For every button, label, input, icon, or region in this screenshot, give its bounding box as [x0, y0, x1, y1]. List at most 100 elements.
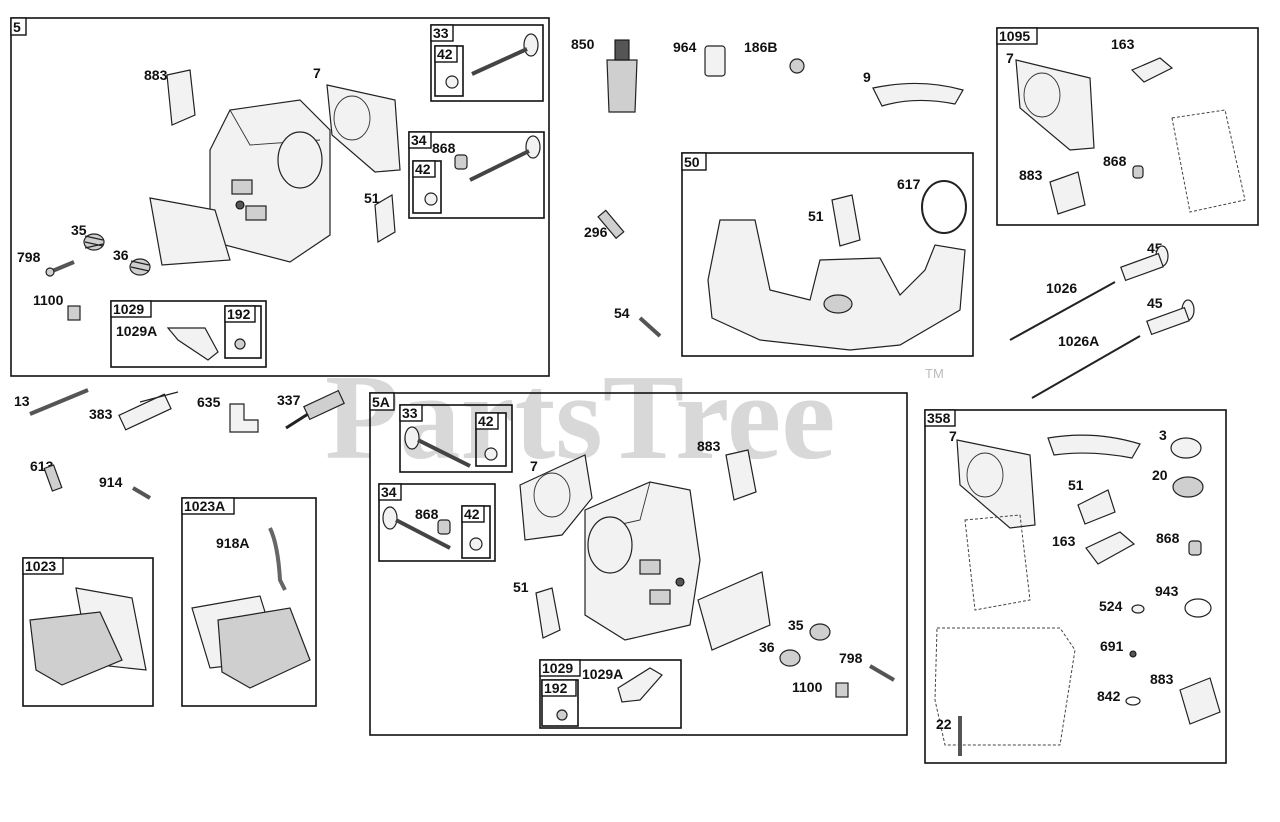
label-163b: 163	[1052, 533, 1076, 549]
o-ring-842-part[interactable]	[1125, 696, 1141, 706]
o-ring-524-part[interactable]	[1131, 604, 1145, 614]
label-798: 798	[17, 249, 41, 265]
clip-1100-part[interactable]	[67, 305, 81, 321]
spring-35-part[interactable]	[809, 623, 831, 641]
box-192b-label: 192	[544, 680, 568, 696]
valve-guide-part[interactable]	[437, 519, 451, 535]
box-42b-label: 42	[415, 161, 431, 177]
sealant-tube-part[interactable]	[606, 59, 638, 113]
valve-cover-1023-part[interactable]	[29, 611, 123, 686]
valve-seal-part[interactable]	[424, 192, 438, 206]
group-1023A-valve-cover: 1023A 918A	[181, 497, 317, 707]
label-1026A: 1026A	[1058, 333, 1099, 349]
label-1029Ab: 1029A	[582, 666, 623, 682]
sealant-tube-cap	[614, 39, 630, 61]
gasket-part[interactable]	[1047, 434, 1141, 459]
label-1100: 1100	[33, 292, 64, 308]
label-868c: 868	[415, 506, 439, 522]
label-798b: 798	[839, 650, 863, 666]
guide-868-part[interactable]	[1188, 540, 1202, 556]
o-ring-617-part[interactable]	[921, 180, 967, 234]
spring-36-part[interactable]	[129, 258, 151, 276]
box-42d-label: 42	[464, 506, 480, 522]
gasket-7-part[interactable]	[956, 439, 1036, 529]
exhaust-gasket-part[interactable]	[725, 449, 757, 501]
bolt-798-part[interactable]	[45, 260, 75, 277]
label-868d: 868	[1156, 530, 1180, 546]
seal-20-part[interactable]	[1172, 476, 1204, 498]
cylinder-head-part[interactable]	[209, 99, 331, 263]
exhaust-gasket-part[interactable]	[166, 69, 196, 126]
spark-plug-337-part[interactable]	[285, 389, 345, 430]
valve-part[interactable]	[382, 506, 451, 550]
gasket-7-part[interactable]	[1015, 59, 1095, 151]
tube-918A-part[interactable]	[268, 527, 287, 591]
valve-cover-gasket-part[interactable]	[697, 571, 771, 651]
gasket-883-part[interactable]	[1179, 677, 1221, 725]
bushing-part[interactable]	[704, 45, 726, 77]
stud-296-part[interactable]	[597, 209, 625, 240]
clip-1100-part[interactable]	[835, 682, 849, 698]
watermark-trademark: TM	[925, 366, 944, 381]
label-54: 54	[614, 305, 630, 321]
label-7b: 7	[1006, 50, 1014, 66]
push-rod-1026-part[interactable]	[1009, 281, 1116, 341]
seal-3-part[interactable]	[1170, 437, 1202, 459]
intake-manifold-part[interactable]	[707, 219, 966, 351]
label-51: 51	[364, 190, 380, 206]
valve-cover-gasket-part[interactable]	[149, 197, 231, 266]
rocker-arm-part[interactable]	[166, 327, 219, 361]
valve-seal-part[interactable]	[484, 447, 498, 461]
o-ring-943-part[interactable]	[1184, 598, 1212, 618]
stud-613-part[interactable]	[43, 464, 63, 492]
bolt-54-part[interactable]	[638, 316, 662, 338]
label-35b: 35	[788, 617, 804, 633]
valve-guide-part[interactable]	[454, 154, 468, 170]
nut-part[interactable]	[234, 338, 246, 350]
label-883b: 883	[1019, 167, 1043, 183]
guide-868-part[interactable]	[1132, 165, 1144, 179]
valve-part[interactable]	[471, 33, 539, 76]
bolt-798-part[interactable]	[868, 664, 896, 682]
crankcase-gasket-part[interactable]	[934, 627, 1076, 746]
loose-parts-left: 13 383 635 337 613 914	[14, 388, 345, 500]
o-ring-691-part[interactable]	[1129, 650, 1137, 658]
bolt-13-part[interactable]	[29, 388, 89, 416]
valve-seal-part[interactable]	[445, 75, 459, 89]
gasket-51-part[interactable]	[1077, 489, 1116, 525]
nut-part[interactable]	[556, 709, 568, 721]
cylinder-head-part[interactable]	[584, 481, 701, 641]
gasket-9-part[interactable]	[872, 82, 964, 107]
gasket-883-part[interactable]	[1049, 171, 1086, 215]
push-rod-1026A-part[interactable]	[1031, 335, 1141, 399]
label-35: 35	[71, 222, 87, 238]
label-635: 635	[197, 394, 221, 410]
valve-seal-part[interactable]	[469, 537, 483, 551]
intake-gasket-part[interactable]	[535, 587, 561, 639]
breather-383-part[interactable]	[118, 391, 179, 431]
label-20: 20	[1152, 467, 1168, 483]
gasket-outline-part[interactable]	[964, 514, 1031, 611]
gasket-163-part[interactable]	[1130, 57, 1174, 83]
fitting-part[interactable]	[789, 58, 805, 74]
group-1023-valve-cover: 1023	[22, 557, 154, 707]
spring-35-part[interactable]	[83, 233, 105, 251]
screw-914-part[interactable]	[131, 486, 152, 500]
valve-part[interactable]	[404, 426, 471, 468]
valve-cover-1023A-part[interactable]	[217, 607, 311, 689]
valve-45b-part[interactable]	[1146, 299, 1195, 336]
rocker-arm-part[interactable]	[617, 667, 663, 703]
spring-36-part[interactable]	[779, 649, 801, 667]
head-gasket-part[interactable]	[326, 84, 401, 173]
label-163: 163	[1111, 36, 1135, 52]
elbow-635-part[interactable]	[229, 403, 259, 433]
gasket-51-part[interactable]	[831, 194, 861, 247]
label-7: 7	[313, 65, 321, 81]
box-33-label: 33	[433, 25, 449, 41]
gasket-outline-part[interactable]	[1171, 109, 1246, 213]
valve-part[interactable]	[469, 135, 541, 182]
valve-45-part[interactable]	[1120, 245, 1169, 282]
gasket-163-part[interactable]	[1085, 531, 1136, 565]
head-gasket-part[interactable]	[519, 454, 593, 541]
intake-gasket-part[interactable]	[374, 193, 396, 244]
